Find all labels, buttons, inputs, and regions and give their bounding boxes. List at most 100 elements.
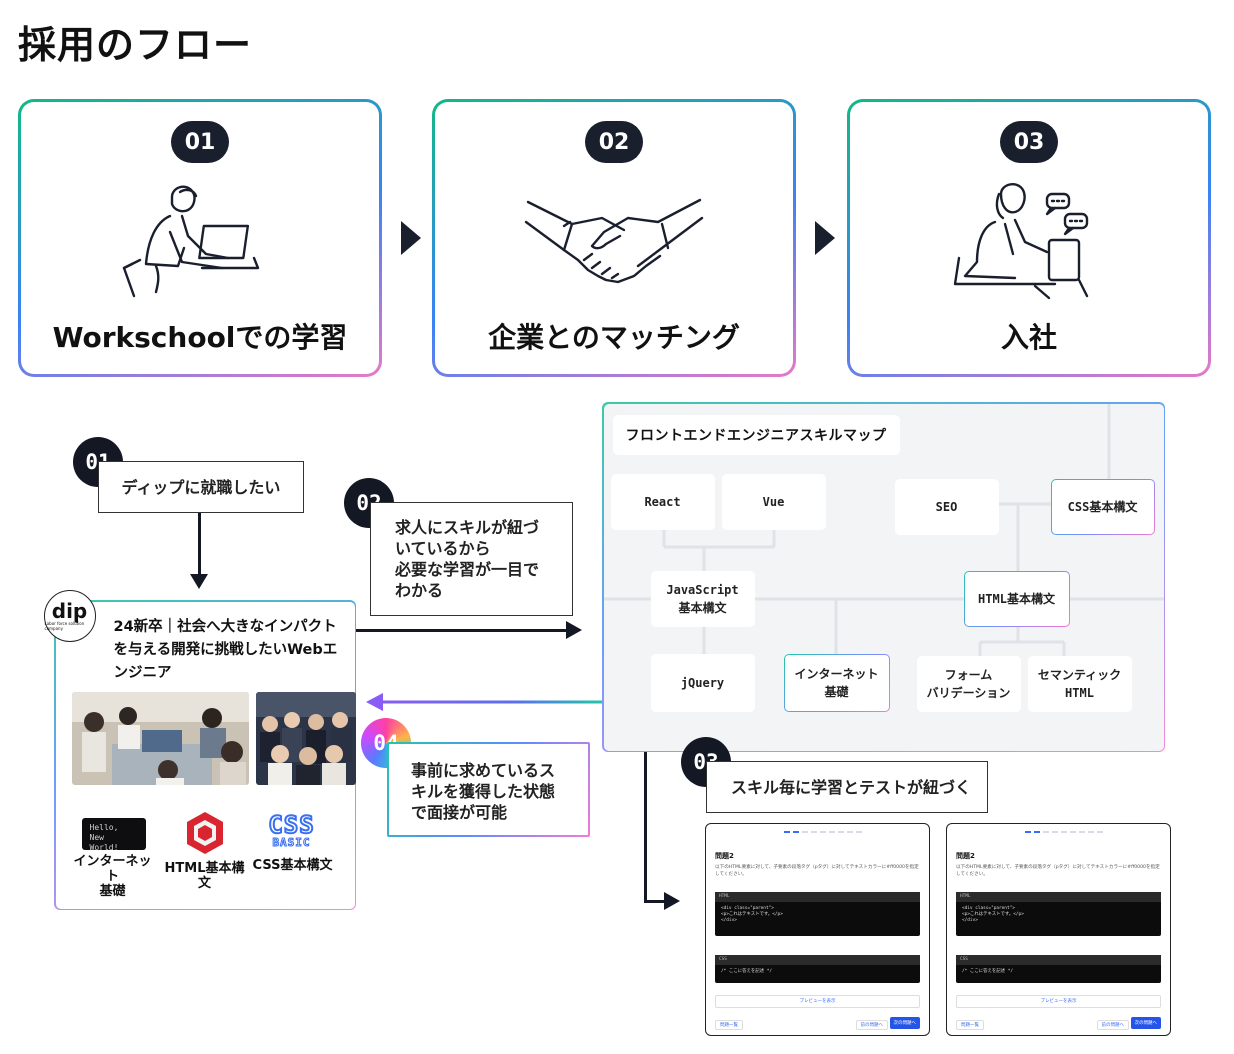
progress-dots <box>784 831 862 833</box>
question-title: 問題2 <box>956 852 975 860</box>
step-number: 01 <box>171 121 229 163</box>
job-title-line: 24新卒｜社会へ大きなインパクト <box>113 618 337 635</box>
html-code-block: HTML <div class="parent"> <p>これはテキストです。<… <box>715 892 920 936</box>
job-title: 24新卒｜社会へ大きなインパクト を与える開発に挑戦したいWebエ ンジニア <box>114 616 345 685</box>
code-tab: HTML <box>956 892 1161 902</box>
skill-node-vue[interactable]: Vue <box>721 473 826 530</box>
code-line: <p>これはテキストです。</p> <box>962 912 1024 917</box>
logo-subtext: Labor force solution company <box>44 620 85 631</box>
connector-line <box>644 900 666 903</box>
skill-node-jquery[interactable]: jQuery <box>650 653 755 712</box>
node-text: 基本構文 <box>678 600 727 615</box>
job-title-line: を与える開発に挑戦したいWebエ <box>113 641 338 658</box>
arrow-right-icon <box>664 892 680 910</box>
note-line: 求人にスキルが紐づ <box>395 518 540 537</box>
skill-node-form-validation[interactable]: フォーム バリデーション <box>916 655 1021 712</box>
arrow-right-icon <box>566 621 582 639</box>
skill-node-internet[interactable]: インターネット 基礎 <box>784 654 890 712</box>
note-line: で面接が可能 <box>411 803 508 822</box>
code-line: <div class="parent"> <box>721 906 774 911</box>
skill-node-react[interactable]: React <box>610 473 715 530</box>
skill-label-internet: インターネット 基礎 <box>68 854 158 899</box>
skill-map-panel: フロントエンドエンジニアスキルマップ React Vue SEO CSS基本構文… <box>602 402 1165 752</box>
node-text: インターネット <box>794 666 879 681</box>
code-tab: CSS <box>715 955 920 965</box>
css-basic-icon: CSS BASIC <box>256 810 328 853</box>
code-line: </div> <box>962 918 978 923</box>
person-at-laptop-illustration <box>122 185 260 298</box>
skill-node-html-basic[interactable]: HTML基本構文 <box>964 571 1070 627</box>
connector-line <box>644 752 647 902</box>
node-text: HTML <box>1065 685 1094 700</box>
step-label: 企業とのマッチング <box>488 321 740 354</box>
step-number: 03 <box>1000 121 1058 163</box>
skill-label-css: CSS基本構文 <box>248 858 338 873</box>
node-text: JavaScript <box>666 582 739 597</box>
hello-world-icon: Hello, New World! <box>81 817 146 852</box>
handshake-illustration <box>524 198 704 284</box>
group-photo <box>255 691 356 785</box>
code-line: /* ここに答えを記述 */ <box>721 969 772 974</box>
skill-node-semantic-html[interactable]: セマンティック HTML <box>1027 655 1132 712</box>
preview-button[interactable]: プレビューを表示 <box>956 995 1161 1008</box>
note-text: ディップに就職したい <box>121 477 281 497</box>
question-text: 以下のHTML要素に対して、子要素の段落タグ（pタグ）に対してテキストカラーに#… <box>956 865 1160 877</box>
arrow-right-icon <box>401 221 421 255</box>
step-label: Workschoolでの学習 <box>52 321 348 354</box>
node-text: 基礎 <box>824 684 849 699</box>
note-line: わかる <box>395 581 444 600</box>
skill-label-line: インターネット <box>73 853 152 884</box>
note-line: キルを獲得した状態 <box>411 782 556 801</box>
node-text: バリデーション <box>926 685 1011 700</box>
step-card-joining: 03 入社 <box>847 99 1211 377</box>
note-line: いているから <box>395 539 491 558</box>
next-question-button[interactable]: 次の問題へ <box>1130 1017 1161 1029</box>
icon-text: New World! <box>89 832 119 852</box>
icon-text: Hello, <box>89 822 119 832</box>
skill-node-seo[interactable]: SEO <box>894 478 999 535</box>
arrow-right-icon <box>815 221 835 255</box>
html-code-block: HTML <div class="parent"> <p>これはテキストです。<… <box>956 892 1161 936</box>
job-title-line: ンジニア <box>113 664 172 681</box>
arrow-left-gradient <box>366 693 604 711</box>
connector-line <box>355 629 567 632</box>
step-card-matching: 02 企業とのマッチング <box>432 99 796 377</box>
quiz-screenshot: 問題2 以下のHTML要素に対して、子要素の段落タグ（pタグ）に対してテキストカ… <box>946 823 1171 1036</box>
question-title: 問題2 <box>715 852 734 860</box>
code-tab: HTML <box>715 892 920 902</box>
step-card-learning: 01 Workschoolでの学習 <box>18 99 382 377</box>
note-skill-tests: スキル毎に学習とテストが紐づく <box>706 761 988 813</box>
skill-map-title: フロントエンドエンジニアスキルマップ <box>612 414 900 455</box>
code-line: </div> <box>721 918 737 923</box>
css-code-block[interactable]: CSS /* ここに答えを記述 */ <box>956 955 1161 983</box>
node-text: フォーム <box>944 667 993 682</box>
skill-label-line: 基礎 <box>99 883 126 899</box>
skill-node-css-basic[interactable]: CSS基本構文 <box>1051 479 1155 535</box>
progress-dots <box>1025 831 1103 833</box>
arrow-down-icon <box>190 574 208 589</box>
question-list-button[interactable]: 問題一覧 <box>715 1020 743 1030</box>
skill-label-html: HTML基本構文 <box>160 861 250 891</box>
icon-text: CSS <box>267 810 315 839</box>
note-text: スキル毎に学習とテストが紐づく <box>731 777 972 797</box>
note-line: 必要な学習が一目で <box>395 560 540 579</box>
prev-question-button[interactable]: 前の問題へ <box>855 1020 888 1030</box>
css-code-block[interactable]: CSS /* ここに答えを記述 */ <box>715 955 920 983</box>
next-question-button[interactable]: 次の問題へ <box>889 1017 920 1029</box>
code-line: /* ここに答えを記述 */ <box>962 969 1013 974</box>
preview-button[interactable]: プレビューを表示 <box>715 995 920 1008</box>
prev-question-button[interactable]: 前の問題へ <box>1096 1020 1129 1030</box>
note-interview-ready: 事前に求めているス キルを獲得した状態 で面接が可能 <box>387 742 590 837</box>
node-text: セマンティック <box>1037 667 1122 682</box>
step-label: 入社 <box>1000 321 1057 354</box>
office-worker-illustration <box>953 183 1089 300</box>
team-photo <box>71 691 249 785</box>
job-posting-card[interactable]: dip Labor force solution company 24新卒｜社会… <box>43 589 356 910</box>
question-list-button[interactable]: 問題一覧 <box>956 1020 984 1030</box>
skill-label-line: HTML基本構文 <box>164 860 245 891</box>
skill-node-javascript[interactable]: JavaScript 基本構文 <box>650 570 755 627</box>
page-title: 採用のフロー <box>18 23 253 67</box>
code-tab: CSS <box>956 955 1161 965</box>
icon-text: BASIC <box>272 835 311 849</box>
skill-label-line: CSS基本構文 <box>252 857 333 873</box>
